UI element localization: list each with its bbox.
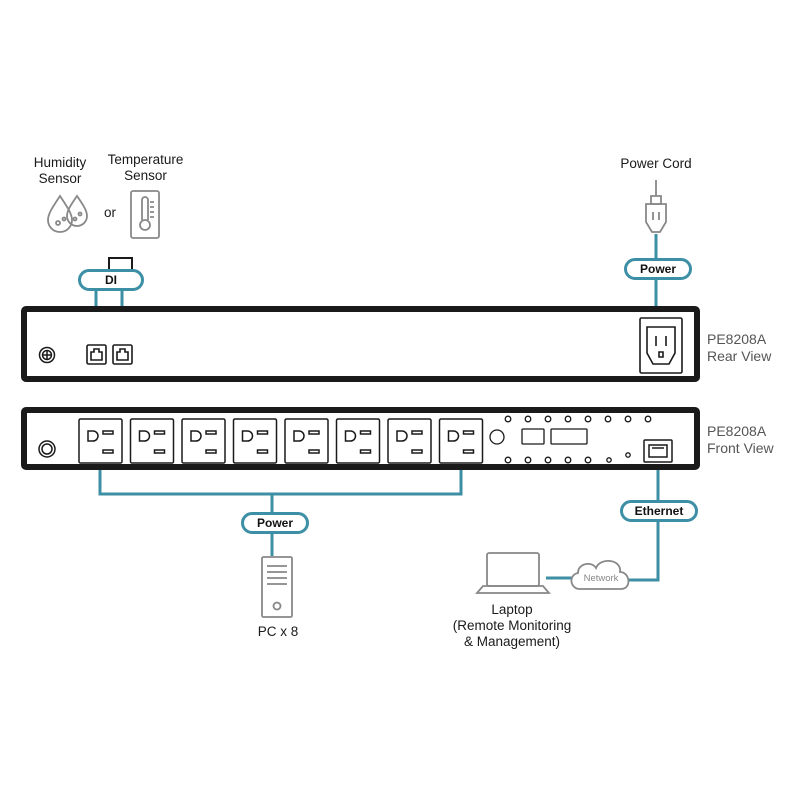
power-plug-icon [645,180,667,233]
laptop-label: Laptop(Remote Monitoring& Management) [452,602,572,649]
front-panel [21,407,700,470]
ground-screw-icon [38,346,56,364]
outlet-icon [232,418,278,464]
rear-panel [21,306,700,382]
laptop-icon [475,552,551,594]
outlet-icon [181,418,226,464]
power-inlet-icon [639,317,683,374]
outlet-icon [129,418,175,464]
ethernet-pill: Ethernet [620,500,698,522]
outlet-bracket-line [98,470,463,496]
outlet-row [78,418,484,464]
outlet-icon [284,418,329,464]
network-label: Network [583,573,619,584]
power-rear-pill: Power [624,258,692,280]
outlet-icon [438,418,484,464]
tower-pc-icon [261,556,293,618]
di-pill: DI [78,269,144,291]
rj45-port-icon[interactable] [643,439,673,463]
or-label: or [103,205,116,220]
cloud-icon [570,560,630,590]
ground-screw-icon [38,440,56,458]
power-cord-label: Power Cord [620,156,692,171]
water-drops-icon [47,194,88,233]
thermometer-icon [130,190,160,239]
outlet-icon [335,418,381,464]
pc-label: PC x 8 [257,624,299,639]
di-port-1[interactable] [86,344,107,365]
outlet-icon [387,418,432,464]
outlet-icon [78,418,123,464]
power-front-pill: Power [241,512,309,534]
button-led-cluster [489,415,652,464]
di-port-2[interactable] [112,344,133,365]
ethernet-line [622,468,660,582]
